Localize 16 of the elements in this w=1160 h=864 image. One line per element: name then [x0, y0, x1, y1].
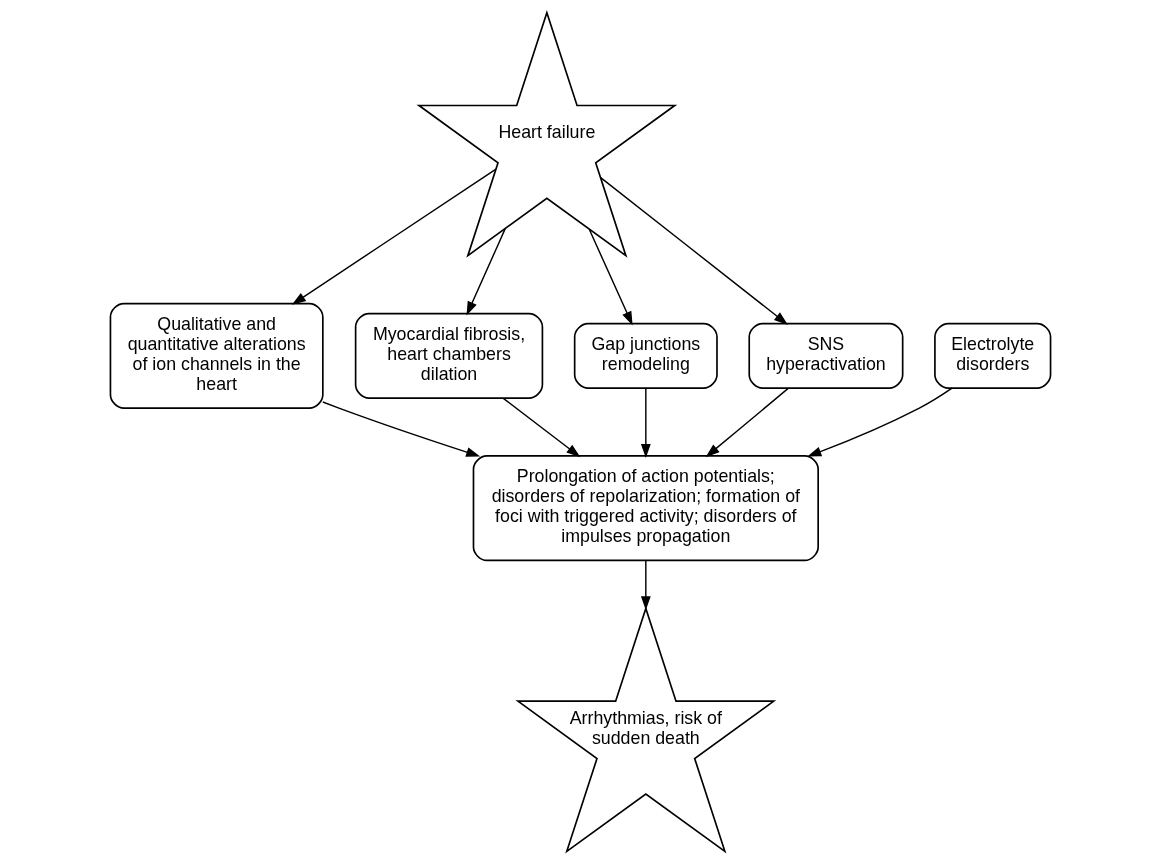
node-box: Gap junctions remodeling	[573, 322, 718, 389]
arrow	[466, 227, 506, 316]
arrow	[291, 168, 497, 305]
arrow	[588, 228, 633, 326]
arrow	[705, 387, 789, 458]
node-box: Electrolyte disorders	[933, 322, 1051, 389]
arrow	[502, 397, 580, 458]
arrow	[640, 560, 651, 611]
node-box: Myocardial fibrosis, heart chambers dilation	[354, 312, 543, 399]
arrow	[321, 401, 480, 457]
arrow	[599, 176, 788, 325]
node-box: Prolongation of action potentials; disorders of repolarization; formation of foci with triggered activity; disorders of impulses propagation	[472, 455, 819, 562]
arrow	[806, 387, 953, 457]
node-box: Qualitative and quantitative alterations of ion channels in the heart	[109, 302, 324, 409]
arrow	[640, 387, 651, 459]
node-box: SNS hyperactivation	[747, 322, 903, 389]
